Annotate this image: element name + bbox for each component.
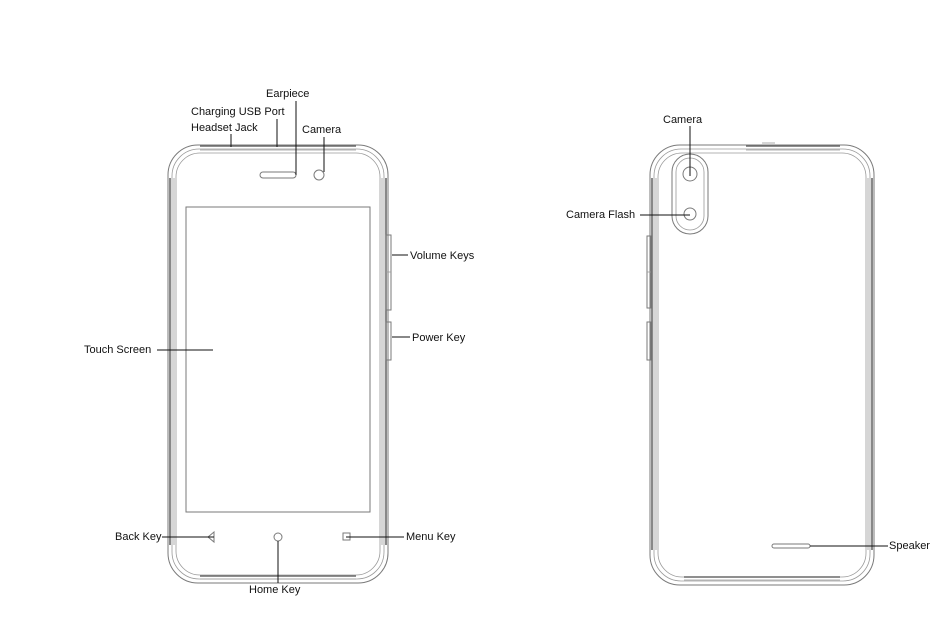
front-phone-body [168, 145, 388, 583]
label-back-key: Back Key [115, 531, 161, 543]
label-home-key: Home Key [249, 584, 300, 596]
back-phone-body [647, 143, 874, 585]
label-rear-camera: Camera [663, 114, 702, 126]
label-menu-key: Menu Key [406, 531, 456, 543]
label-earpiece: Earpiece [266, 88, 309, 100]
label-headset-jack: Headset Jack [191, 122, 258, 134]
speaker-grille [772, 544, 810, 548]
front-camera-lens [314, 170, 324, 180]
front-touch-screen [186, 207, 370, 512]
camera-flash-icon [684, 208, 696, 220]
label-speaker: Speaker [889, 540, 930, 552]
label-charging-usb-port: Charging USB Port [191, 106, 285, 118]
label-volume-keys: Volume Keys [410, 250, 474, 262]
label-power-key: Power Key [412, 332, 465, 344]
home-key-icon [274, 533, 282, 541]
back-leader-lines [640, 126, 888, 546]
label-front-camera: Camera [302, 124, 341, 136]
earpiece-slot [260, 172, 296, 178]
label-camera-flash: Camera Flash [566, 209, 635, 221]
front-leader-lines [157, 101, 410, 583]
label-touch-screen: Touch Screen [84, 344, 151, 356]
